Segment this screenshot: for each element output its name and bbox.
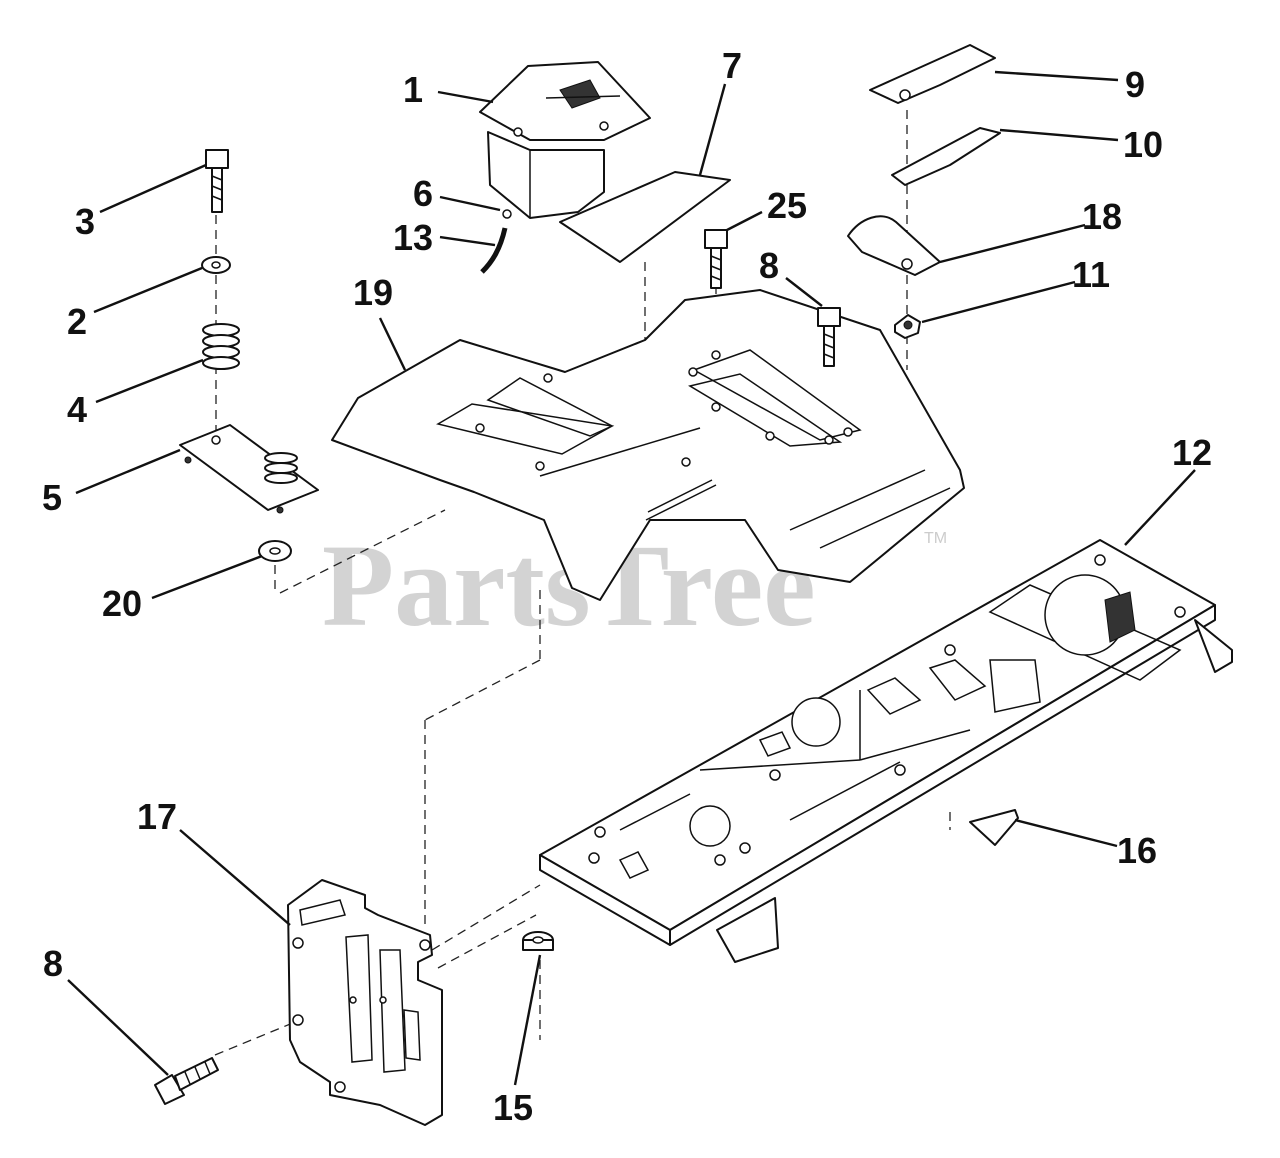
part-bolt-center <box>704 229 728 289</box>
callout-labels: 1 7 9 10 3 6 25 13 18 2 8 11 19 4 5 12 2… <box>42 45 1212 1128</box>
watermark-trademark: TM <box>924 530 947 547</box>
leader-lines <box>67 70 1196 1086</box>
part-small-bracket <box>969 809 1019 846</box>
callout-20: 20 <box>102 583 142 624</box>
part-spring <box>202 323 240 370</box>
callout-8-bottom: 8 <box>43 943 63 984</box>
part-brackets <box>847 44 1001 339</box>
part-body-panel <box>331 289 965 601</box>
part-washer-lower <box>258 540 292 562</box>
callout-17: 17 <box>137 796 177 837</box>
part-bolt-right <box>817 307 841 367</box>
part-frame <box>539 539 1233 963</box>
callout-15: 15 <box>493 1087 533 1128</box>
callout-18: 18 <box>1082 196 1122 237</box>
callout-19: 19 <box>353 272 393 313</box>
part-side-plate <box>287 879 443 1126</box>
part-spring-plate <box>179 424 319 514</box>
callout-16: 16 <box>1117 830 1157 871</box>
part-bolt-lower <box>154 1057 219 1105</box>
callout-6: 6 <box>413 173 433 214</box>
part-battery-tray <box>479 61 651 219</box>
part-nut <box>522 931 554 951</box>
callout-10: 10 <box>1123 124 1163 165</box>
callout-25: 25 <box>767 185 807 226</box>
callout-1: 1 <box>403 69 423 110</box>
callout-2: 2 <box>67 301 87 342</box>
part-washer <box>201 256 231 274</box>
callout-11: 11 <box>1072 254 1110 295</box>
callout-12: 12 <box>1172 432 1212 473</box>
callout-5: 5 <box>42 477 62 518</box>
callout-4: 4 <box>67 389 87 430</box>
part-decal <box>559 171 731 263</box>
callout-13: 13 <box>393 217 433 258</box>
part-screw-and-hose <box>480 209 512 274</box>
callout-7: 7 <box>722 45 742 86</box>
part-bolt-left <box>205 149 229 213</box>
callout-3: 3 <box>75 201 95 242</box>
callout-8-top: 8 <box>759 245 779 286</box>
callout-9: 9 <box>1125 64 1145 105</box>
